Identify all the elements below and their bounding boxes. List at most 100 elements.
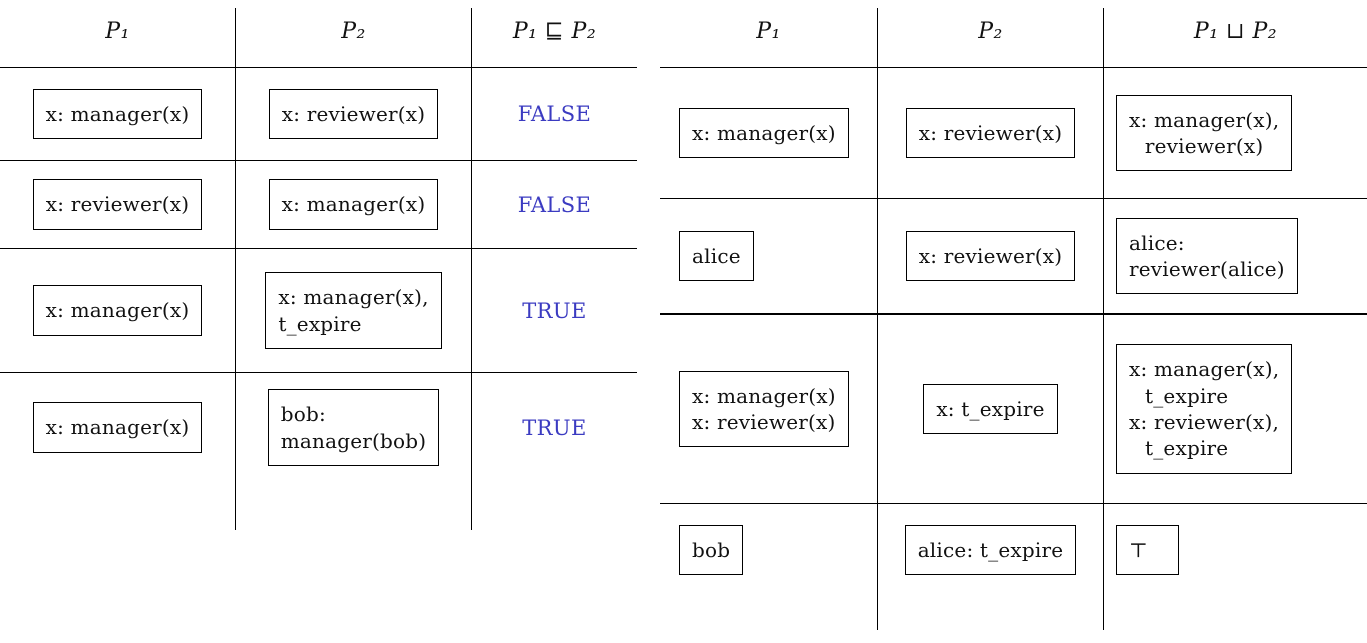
column-header-subsumption-op: P₁ ⊑ P₂ xyxy=(472,0,637,62)
header-label: P₂ xyxy=(341,18,366,44)
column-header-p2: P₂ xyxy=(236,0,471,62)
table-cell-join-result: x: manager(x), reviewer(x) xyxy=(1104,68,1367,198)
policy-line: x: manager(x) xyxy=(45,101,190,126)
policy-box: x: manager(x) xyxy=(32,285,203,336)
policy-line: x: manager(x), xyxy=(1129,107,1280,132)
policy-box: x: reviewer(x) xyxy=(905,107,1076,159)
row-rule-horizontal xyxy=(0,67,637,68)
policy-line: x: manager(x) xyxy=(692,120,836,145)
policy-line: bob xyxy=(692,537,731,562)
policy-box: x: manager(x) xyxy=(32,402,203,453)
policy-line: reviewer(x) xyxy=(1144,134,1264,158)
verdict-text: FALSE xyxy=(517,102,592,126)
table-cell-p1: x: manager(x) xyxy=(0,249,235,372)
policy-line: x: reviewer(x), xyxy=(1129,410,1280,434)
row-rule-horizontal xyxy=(660,503,1367,504)
policy-box: x: manager(x), reviewer(x) xyxy=(1116,94,1293,172)
policy-line: x: manager(x) xyxy=(692,383,836,408)
top-symbol: ⊤ xyxy=(1129,537,1149,562)
subsumption-table: P₁ P₂ P₁ ⊑ P₂ x: manager(x) x: reviewer(… xyxy=(0,0,637,643)
policy-line: t_expire xyxy=(278,311,362,336)
policy-line: alice: xyxy=(1129,230,1185,255)
column-rule-vertical xyxy=(1103,8,1104,630)
policy-line: x: reviewer(x) xyxy=(281,101,426,126)
table-cell-verdict: FALSE xyxy=(472,68,637,160)
table-cell-p2: alice: t_expire xyxy=(878,504,1103,596)
policy-box: x: manager(x), t_expire x: reviewer(x), … xyxy=(1116,344,1293,474)
table-cell-p2: x: t_expire xyxy=(878,316,1103,502)
table-cell-p1: alice xyxy=(660,199,877,313)
column-header-p1: P₁ xyxy=(0,0,235,62)
table-cell-verdict: TRUE xyxy=(472,373,637,482)
policy-box: x: manager(x) xyxy=(679,107,849,159)
policy-line: t_expire xyxy=(1145,383,1229,408)
column-rule-vertical xyxy=(877,8,878,630)
policy-line: x: manager(x) xyxy=(281,192,426,217)
policy-box: bob: manager(bob) xyxy=(267,389,440,466)
verdict-text: TRUE xyxy=(522,415,587,440)
policy-box: alice xyxy=(679,230,754,282)
policy-line: t_expire xyxy=(1145,436,1229,461)
policy-line: x: manager(x) xyxy=(45,415,190,440)
policy-line: x: reviewer(x) xyxy=(918,120,1063,145)
policy-line: bob: xyxy=(280,402,326,427)
header-label: P₁ xyxy=(105,18,130,44)
policy-line: x: reviewer(x) xyxy=(918,243,1063,268)
policy-box: x: reviewer(x) xyxy=(268,88,439,140)
table-cell-verdict: FALSE xyxy=(472,161,637,248)
column-header-p2: P₂ xyxy=(878,0,1103,62)
table-cell-join-result: ⊤ xyxy=(1104,504,1367,596)
policy-line: x: reviewer(x) xyxy=(692,410,836,434)
policy-box: x: manager(x), t_expire xyxy=(265,272,442,349)
policy-box: bob xyxy=(679,524,744,576)
row-rule-horizontal xyxy=(0,248,637,249)
table-cell-join-result: x: manager(x), t_expire x: reviewer(x), … xyxy=(1104,316,1367,502)
row-rule-horizontal-thick xyxy=(660,313,1367,315)
policy-line: x: manager(x) xyxy=(45,298,190,323)
verdict-text: FALSE xyxy=(517,192,592,217)
header-label: P₁ ⊔ P₂ xyxy=(1193,18,1278,44)
table-cell-p2: x: reviewer(x) xyxy=(878,68,1103,198)
policy-line: alice xyxy=(692,243,741,268)
table-cell-p1: x: manager(x) xyxy=(0,373,235,482)
policy-box: x: reviewer(x) xyxy=(905,230,1076,282)
table-cell-p1: x: reviewer(x) xyxy=(0,161,235,248)
column-rule-vertical xyxy=(471,8,472,530)
top-symbol-box: ⊤ xyxy=(1116,524,1180,576)
policy-box: x: manager(x) xyxy=(32,88,203,140)
policy-line: x: manager(x), xyxy=(278,285,429,310)
table-cell-p2: x: reviewer(x) xyxy=(878,199,1103,313)
policy-box: x: reviewer(x) xyxy=(32,179,203,230)
column-rule-vertical xyxy=(235,8,236,530)
row-rule-horizontal xyxy=(0,372,637,373)
join-table: P₁ P₂ P₁ ⊔ P₂ x: manager(x) x: reviewer(… xyxy=(660,0,1367,643)
policy-box: alice: t_expire xyxy=(904,524,1077,576)
policy-line: x: reviewer(x) xyxy=(45,192,190,217)
table-cell-p1: bob xyxy=(660,504,877,596)
table-cell-p2: x: reviewer(x) xyxy=(236,68,471,160)
table-cell-p1: x: manager(x) xyxy=(0,68,235,160)
policy-box: x: manager(x) x: reviewer(x) xyxy=(679,370,849,448)
policy-line: manager(bob) xyxy=(280,428,427,453)
policy-line: x: manager(x), xyxy=(1129,357,1280,382)
header-label: P₁ xyxy=(756,18,781,44)
table-cell-p2: x: manager(x) xyxy=(236,161,471,248)
verdict-text: TRUE xyxy=(522,298,587,323)
header-label: P₂ xyxy=(978,18,1003,44)
policy-line: reviewer(alice) xyxy=(1129,257,1285,281)
row-rule-horizontal xyxy=(0,160,637,161)
row-rule-horizontal xyxy=(660,198,1367,199)
policy-box: x: t_expire xyxy=(923,383,1058,435)
policy-box: alice: reviewer(alice) xyxy=(1116,217,1298,295)
policy-line: alice: t_expire xyxy=(917,537,1064,562)
column-header-join-op: P₁ ⊔ P₂ xyxy=(1104,0,1367,62)
table-cell-p2: x: manager(x), t_expire xyxy=(236,249,471,372)
table-cell-join-result: alice: reviewer(alice) xyxy=(1104,199,1367,313)
policy-box: x: manager(x) xyxy=(268,179,439,230)
policy-line: x: t_expire xyxy=(936,396,1045,421)
table-cell-p1: x: manager(x) x: reviewer(x) xyxy=(660,316,877,502)
header-label: P₁ ⊑ P₂ xyxy=(512,18,597,44)
table-cell-p1: x: manager(x) xyxy=(660,68,877,198)
table-cell-p2: bob: manager(bob) xyxy=(236,373,471,482)
